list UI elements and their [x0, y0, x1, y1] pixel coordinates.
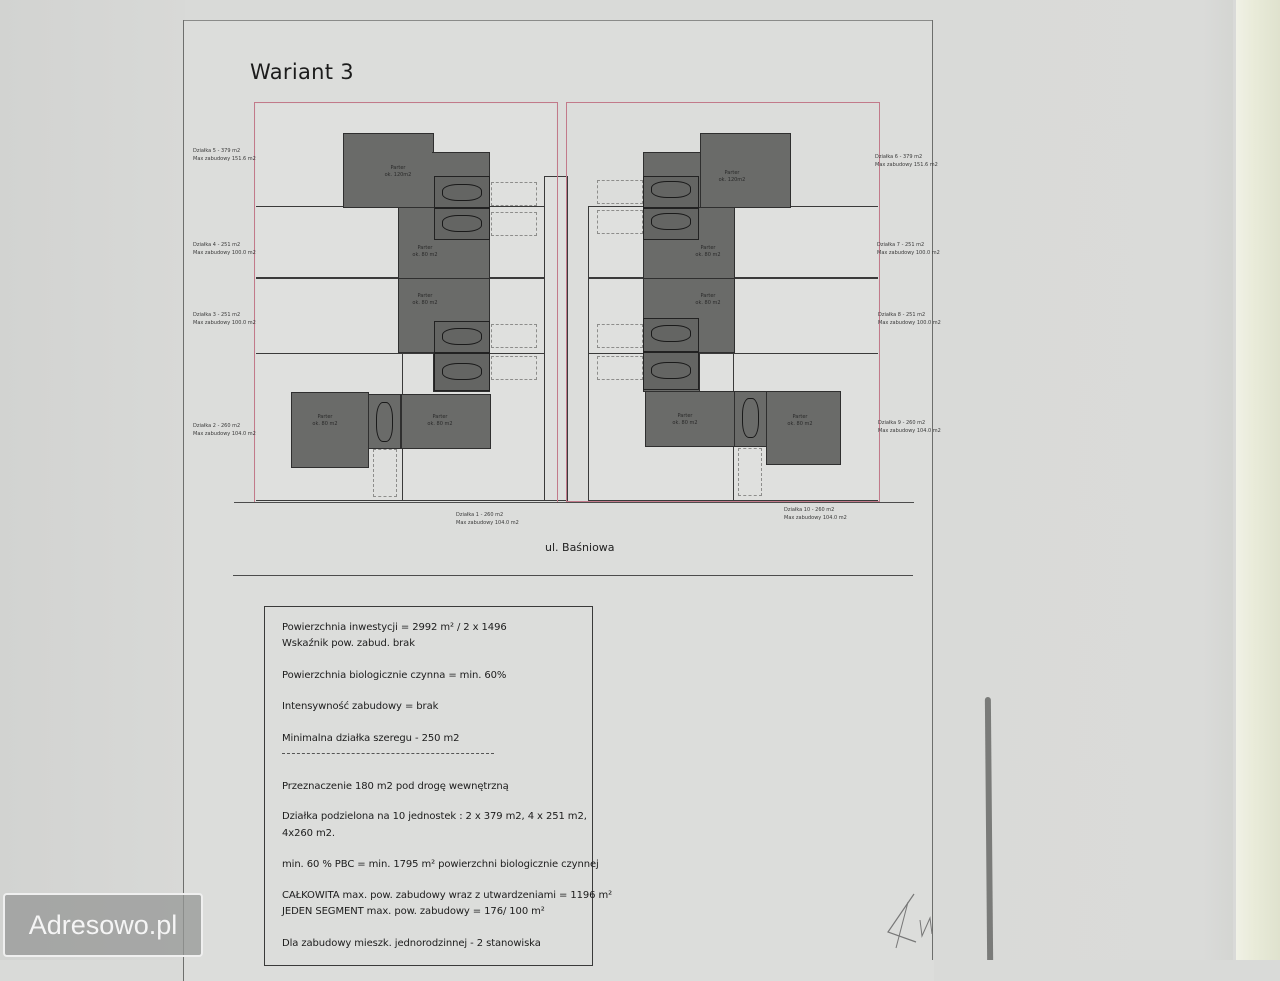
guest-parking [491, 212, 537, 236]
plot-boundary-left [254, 102, 558, 503]
background-right [933, 0, 1233, 960]
guest-parking [597, 324, 643, 348]
house-6 [700, 133, 791, 208]
info-road: Przeznaczenie 180 m2 pod drogę wewnętrzn… [282, 781, 509, 792]
guest-parking [597, 180, 643, 204]
internal-road [544, 176, 568, 501]
car-icon [442, 328, 482, 345]
street-line [233, 575, 913, 576]
guest-parking [373, 449, 397, 497]
guest-parking [491, 182, 537, 206]
plot-boundary-right [566, 102, 880, 502]
house-10 [645, 391, 735, 447]
car-icon [442, 215, 482, 232]
info-total-coverage: CAŁKOWITA max. pow. zabudowy wraz z utwa… [282, 890, 613, 901]
guest-parking [738, 448, 762, 496]
info-separator [282, 753, 494, 754]
info-min-plot: Minimalna działka szeregu - 250 m2 [282, 733, 460, 744]
car-icon [376, 402, 393, 442]
info-area: Powierzchnia inwestycji = 2992 m² / 2 x … [282, 622, 507, 633]
guest-parking [597, 356, 643, 380]
house-2 [291, 392, 369, 468]
watermark-text: Adresowo.pl [28, 909, 178, 940]
north-arrow-icon [887, 893, 933, 949]
info-segment-coverage: JEDEN SEGMENT max. pow. zabudowy = 176/ … [282, 906, 545, 917]
info-intensity: Intensywność zabudowy = brak [282, 701, 439, 712]
guest-parking [491, 324, 537, 348]
house-9 [766, 391, 841, 465]
info-coverage-index: Wskaźnik pow. zabud. brak [282, 638, 415, 649]
car-icon [742, 398, 759, 438]
background-left [0, 0, 185, 960]
document-title: Wariant 3 [250, 60, 354, 84]
car-icon [651, 362, 691, 379]
info-parking: Dla zabudowy mieszk. jednorodzinnej - 2 … [282, 938, 541, 949]
info-division-cont: 4x260 m2. [282, 828, 335, 839]
house-1 [401, 394, 491, 449]
car-icon [651, 181, 691, 198]
frontage-line [234, 502, 914, 503]
car-icon [651, 325, 691, 342]
window-strip [1236, 0, 1280, 960]
info-pbc: min. 60 % PBC = min. 1795 m² powierzchni… [282, 859, 599, 870]
info-division: Działka podzielona na 10 jednostek : 2 x… [282, 811, 587, 822]
margin-line [183, 20, 184, 960]
guest-parking [597, 210, 643, 234]
guest-parking [491, 356, 537, 380]
car-icon [442, 184, 482, 201]
street-name: ul. Baśniowa [545, 541, 615, 554]
watermark-badge: Adresowo.pl [3, 893, 203, 957]
info-bio-area: Powierzchnia biologicznie czynna = min. … [282, 670, 507, 681]
car-icon [651, 213, 691, 230]
car-icon [442, 363, 482, 380]
paper-edge [932, 20, 933, 960]
